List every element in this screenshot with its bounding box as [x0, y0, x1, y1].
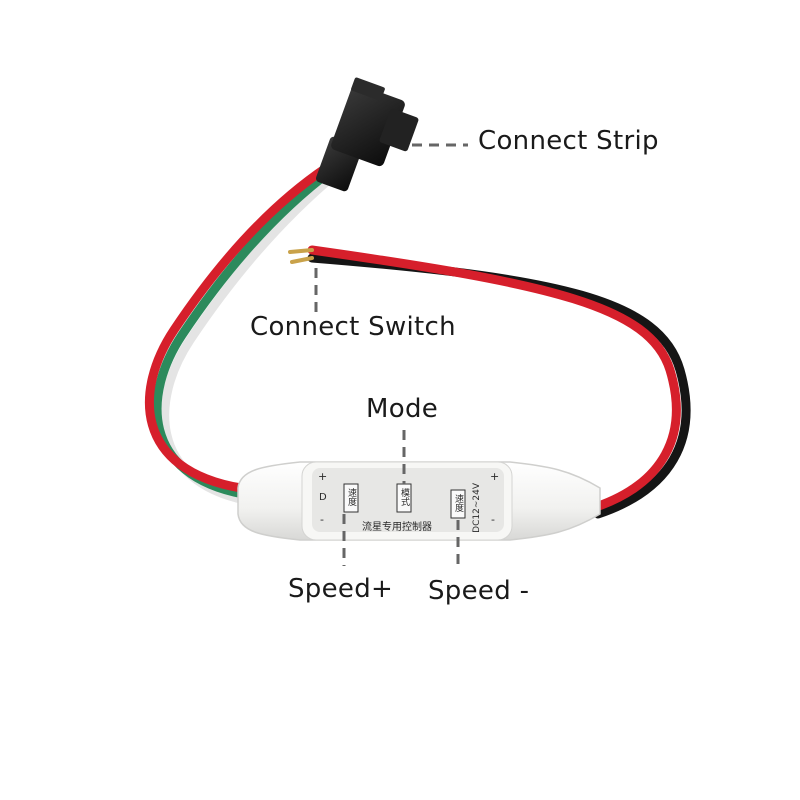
- pin-minus-left: -: [320, 513, 324, 526]
- pin-d: D: [319, 492, 327, 503]
- voltage-rating: DC12~24V: [472, 483, 482, 533]
- mode-button-text: 模式: [399, 488, 409, 506]
- red-power-wire: [307, 245, 681, 512]
- two-core-cable: [307, 245, 691, 519]
- label-speed-plus: Speed+: [288, 574, 394, 604]
- speed-minus-button: [450, 489, 466, 519]
- product-name: 流星专用控制器: [362, 522, 432, 533]
- pin-plus-left: +: [318, 470, 328, 483]
- controller-icon: [237, 461, 601, 541]
- bare-wire-tips: [288, 248, 314, 264]
- label-connect-switch: Connect Switch: [250, 312, 456, 342]
- pin-minus-right: -: [491, 513, 495, 526]
- speed-minus-button-text: 速度: [453, 494, 463, 512]
- label-connect-strip: Connect Strip: [478, 126, 659, 156]
- pin-plus-right: +: [490, 470, 500, 483]
- three-core-cable: [145, 163, 343, 505]
- label-mode: Mode: [366, 394, 439, 424]
- speed-plus-button: [343, 483, 359, 513]
- speed-plus-button-text: 速度: [346, 488, 356, 506]
- callout-lines: [314, 143, 468, 566]
- label-speed-minus: Speed -: [428, 576, 530, 606]
- red-wire: [145, 163, 331, 493]
- jst-connector-icon: [315, 77, 419, 192]
